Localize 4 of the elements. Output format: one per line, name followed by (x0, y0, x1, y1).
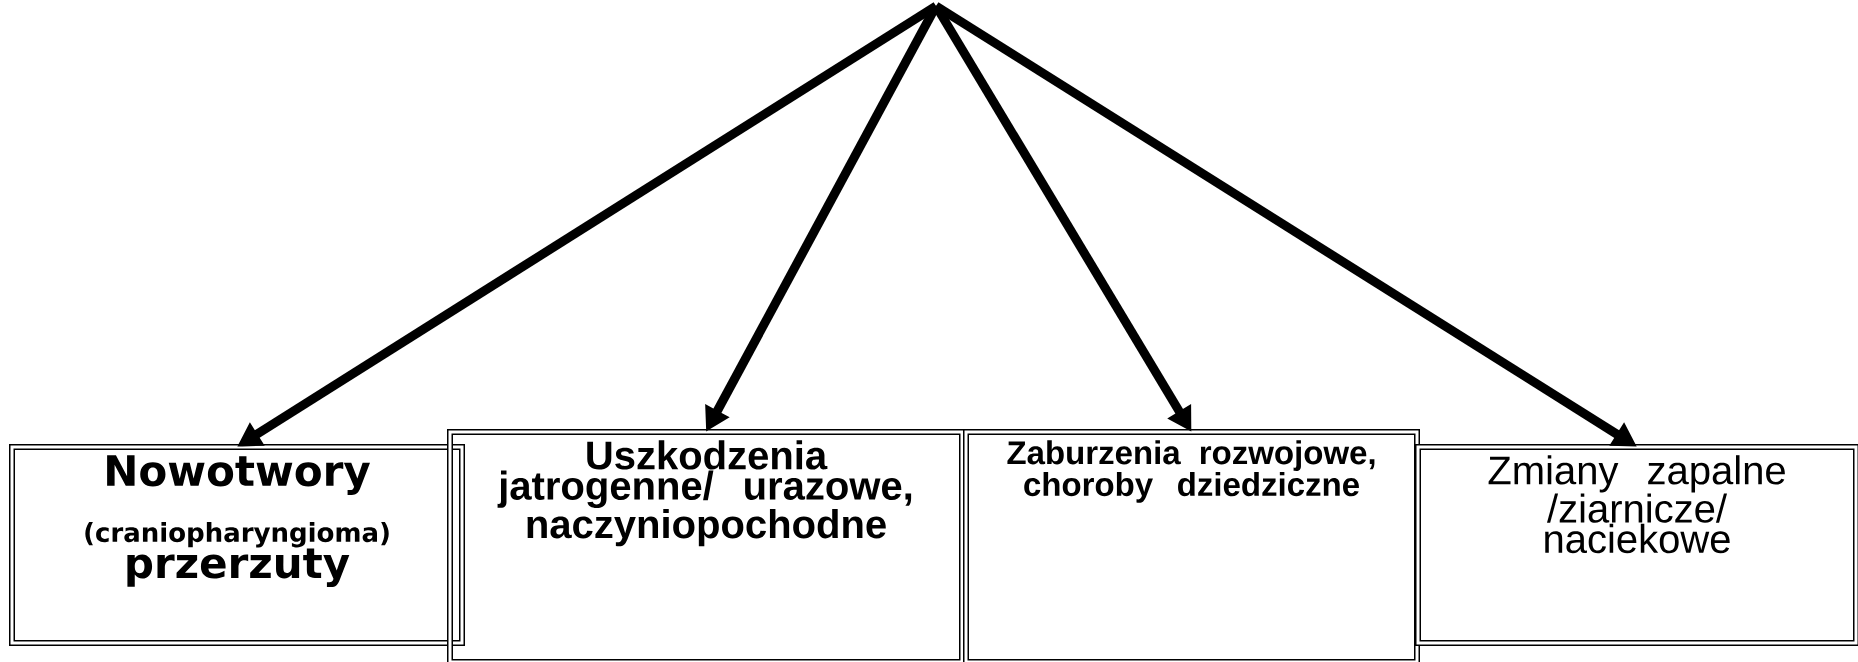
box-text: Nowotwory (craniopharyngioma) przerzuty (85, 455, 389, 587)
box-text: Zaburzenia rozwojowe, choroby dziedziczne (1007, 440, 1375, 503)
box-text: Zmiany zapalne /ziarnicze/ naciekowe (1488, 455, 1785, 554)
box-text: Uszkodzenia jatrogenne/ urazowe, naczyniopochodne (497, 440, 912, 547)
